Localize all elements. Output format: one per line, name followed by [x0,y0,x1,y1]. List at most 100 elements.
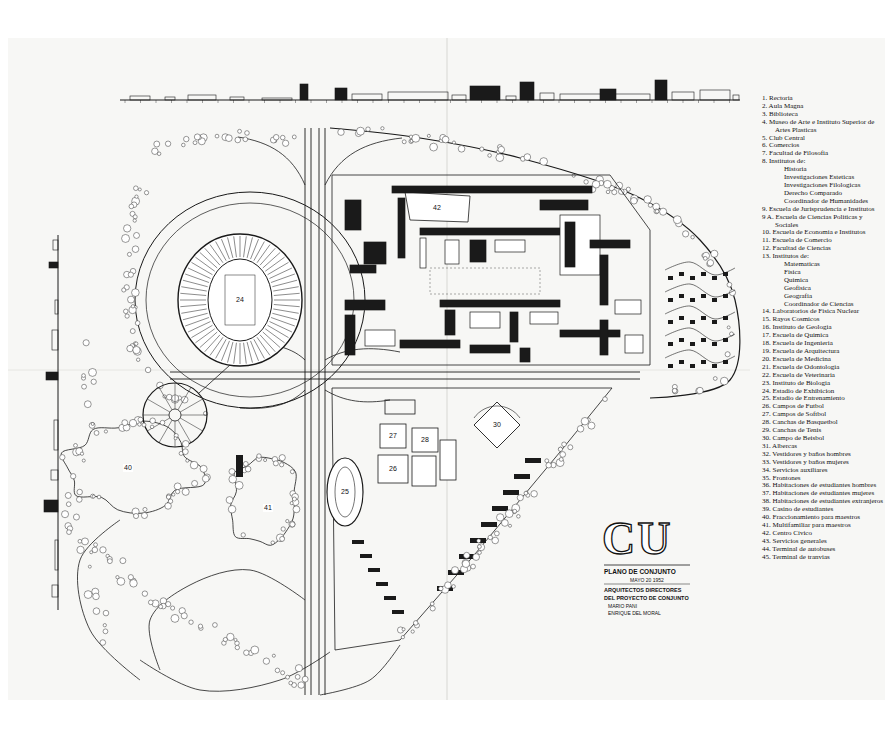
key-item: 37. Habitaciones de estudiantes mujeres [762,490,887,498]
highway-lane [311,128,312,695]
tree-symbol [228,505,236,513]
tree-symbol [655,209,659,213]
plaza-spoke [143,415,169,416]
building-plan [445,240,459,264]
building-plan [470,240,486,262]
building-elevation [46,372,58,380]
tree-symbol [93,608,100,615]
key-item: 6. Comercios [762,142,887,150]
elevation-tick [295,100,296,103]
callout-number: 25 [340,488,350,496]
tree-symbol [293,506,300,513]
tree-symbol [133,219,136,222]
tree-symbol [134,232,140,238]
stand-hatch [272,280,297,286]
elevation-tick [233,100,234,103]
tree-symbol [82,384,87,389]
stand-hatch [210,337,223,355]
building-elevation [388,92,448,100]
key-item: 35. Frontones [762,475,887,483]
plaza-spoke [180,418,203,431]
key-item: 15. Rayos Cosmicos [762,316,887,324]
building-elevation [506,96,516,100]
tree-symbol [568,445,573,450]
tree-symbol [672,388,677,393]
house-symbol [723,272,728,276]
tree-symbol [60,455,65,460]
stand-hatch [244,236,247,257]
elevation-tick [621,100,622,103]
plaza-spoke [147,418,170,431]
callout-number: 40 [123,464,133,472]
house-symbol [712,342,717,346]
building-plan [495,240,525,252]
tree-symbol [182,440,189,447]
paper-sheet [8,38,885,700]
tree-symbol [182,488,189,495]
building-plan [625,335,643,353]
tree-symbol [558,447,562,451]
tree-symbol [282,140,288,146]
dormitory-block [492,506,508,511]
tree-symbol [97,495,101,499]
side-elevation [44,235,58,610]
tree-symbol [91,494,95,498]
house-symbol [723,294,728,298]
tree-symbol [540,158,548,166]
tree-symbol [452,141,455,144]
playing-field [208,259,272,341]
sports-field [412,456,436,486]
tree-symbol [116,576,119,579]
tree-symbol [145,367,150,372]
key-item: 12. Facultad de Ciencias [762,245,887,253]
park-road [149,570,305,670]
tree-symbol [80,452,83,455]
building-plan [600,255,608,305]
stand-hatch [195,257,214,271]
building-plan [530,312,558,324]
plaza-spoke [181,415,207,416]
elevation-tick [280,100,281,103]
tree-symbol [725,352,730,357]
tree-symbol [412,134,420,142]
key-item: 29. Canchas de Tenis [762,427,887,435]
elevation-tick [311,100,312,103]
stand-hatch [271,317,295,326]
tree-symbol [73,514,79,520]
ramp-road [325,138,402,185]
building-plan [540,200,588,210]
tree-symbol [150,418,156,424]
sports-field [440,440,456,480]
tree-symbol [644,196,651,203]
stand-hatch [273,309,298,313]
tree-symbol [473,554,480,561]
stand-hatch [180,293,206,295]
tree-symbol [402,628,405,631]
tree-symbol [381,127,384,130]
tree-symbol [588,422,595,429]
tree-symbol [727,326,730,329]
building-elevation [520,82,534,100]
tree-symbol [190,461,198,469]
tree-symbol [480,147,484,151]
tree-symbol [295,674,300,679]
tree-symbol [71,474,76,479]
stand-hatch [234,343,237,364]
house-symbol [679,338,684,342]
tree-symbol [181,613,187,619]
highway-lane [325,128,326,695]
building-plan [445,310,455,335]
tree-symbol [150,425,154,429]
tree-symbol [281,527,285,531]
dormitory-block [481,522,497,527]
elevation-tick [714,100,715,103]
stand-hatch [200,252,217,268]
residential-street [665,350,735,363]
building-elevation [352,94,382,100]
tree-symbol [235,137,241,143]
main-campus [332,175,650,365]
teachers-subdivision [61,421,205,513]
elevation-section [120,80,740,103]
stand-hatch [180,300,206,301]
tree-symbol [290,502,293,505]
